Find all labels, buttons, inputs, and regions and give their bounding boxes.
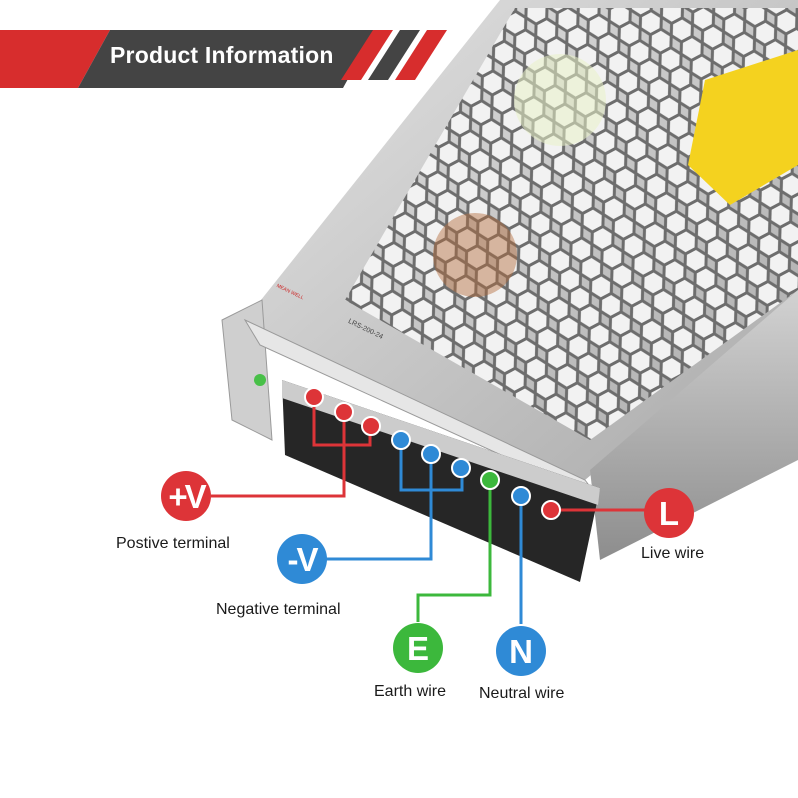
negative-dot-3	[451, 458, 471, 478]
negative-lead-wire	[326, 454, 433, 561]
positive-circle	[161, 471, 211, 521]
led-indicator	[254, 374, 266, 386]
positive-lead-wire	[211, 412, 346, 498]
banner-stripe-2	[368, 30, 420, 80]
negative-dot-2	[421, 444, 441, 464]
negative-circle	[277, 534, 327, 584]
positive-dot-2	[334, 402, 354, 422]
positive-dot-3	[361, 416, 381, 436]
banner-title: Product Information	[110, 42, 334, 68]
live-circle	[644, 488, 694, 538]
negative-label: Negative terminal	[216, 601, 341, 618]
negative-dot-1	[391, 430, 411, 450]
live-symbol: L	[658, 495, 680, 532]
earth-label: Earth wire	[374, 683, 447, 700]
warning-sticker	[688, 50, 798, 205]
neutral-label: Neutral wire	[479, 685, 565, 702]
positive-symbol: +V	[168, 478, 206, 515]
component-visual	[514, 54, 606, 146]
housing-side	[590, 290, 798, 560]
negative-symbol: -V	[287, 541, 319, 578]
banner-stripe-3	[395, 30, 447, 80]
perforated-cover	[345, 8, 798, 440]
positive-label: Postive terminal	[116, 535, 230, 552]
terminal-screws-row	[282, 380, 600, 505]
positive-dot-1	[304, 387, 324, 407]
earth-wire	[416, 480, 492, 622]
front-label-strip	[243, 318, 601, 501]
live-label: Live wire	[641, 545, 705, 562]
banner-red-block	[0, 30, 110, 88]
earth-circle	[393, 623, 443, 673]
live-dot	[541, 500, 561, 520]
coil-visual	[433, 213, 517, 297]
neutral-circle	[496, 626, 546, 676]
earth-symbol: E	[406, 630, 429, 667]
banner-stripe-1	[341, 30, 393, 80]
earth-dot	[480, 470, 500, 490]
neutral-symbol: N	[509, 633, 533, 670]
positive-bus-wire	[312, 397, 372, 447]
banner-bar	[78, 30, 375, 88]
neutral-dot	[511, 486, 531, 506]
